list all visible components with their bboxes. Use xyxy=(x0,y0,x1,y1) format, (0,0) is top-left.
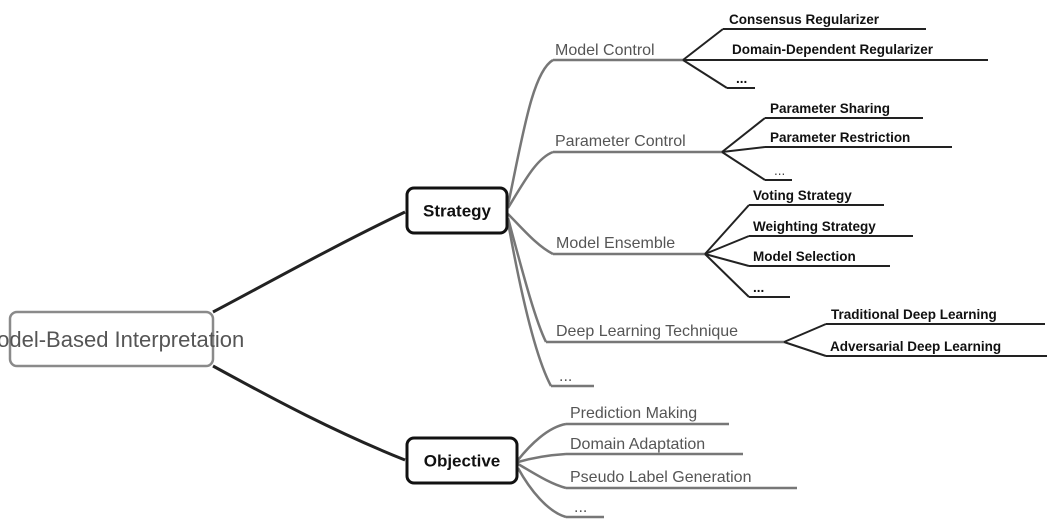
connector-root-strategy xyxy=(212,210,406,314)
consensus-regularizer-label: Consensus Regularizer xyxy=(729,12,880,27)
objective-more-label: ... xyxy=(574,499,587,516)
parameter-control-more-label: ... xyxy=(774,163,785,178)
objective-node-label: Objective xyxy=(424,452,501,471)
parameter-sharing-label: Parameter Sharing xyxy=(770,101,890,116)
deep-learning-technique-label: Deep Learning Technique xyxy=(556,323,738,340)
model-control-label: Model Control xyxy=(555,42,655,59)
strategy-branches xyxy=(506,58,784,388)
objective-node: Objective xyxy=(405,436,519,485)
strategy-node: Strategy xyxy=(405,186,509,235)
model-ensemble-label: Model Ensemble xyxy=(556,235,675,252)
model-selection-label: Model Selection xyxy=(753,249,856,264)
objective-node-box xyxy=(405,436,519,485)
root-node-label: Model-Based Interpretation xyxy=(0,327,244,352)
weighting-strategy-label: Weighting Strategy xyxy=(753,219,876,234)
adversarial-deep-learning-label: Adversarial Deep Learning xyxy=(830,339,1001,354)
model-ensemble-more-label: ... xyxy=(753,280,764,295)
strategy-node-box xyxy=(405,186,509,235)
traditional-deep-learning-label: Traditional Deep Learning xyxy=(831,307,997,322)
root-node: Model-Based Interpretation xyxy=(0,310,244,368)
parameter-restriction-label: Parameter Restriction xyxy=(770,130,910,145)
strategy-node-label: Strategy xyxy=(423,202,492,221)
parameter-control-label: Parameter Control xyxy=(555,133,686,150)
root-node-box xyxy=(8,310,215,368)
connector-root-objective xyxy=(212,364,406,462)
objective-branches xyxy=(516,422,797,519)
leaf-branches xyxy=(682,28,1047,357)
voting-strategy-label: Voting Strategy xyxy=(753,188,852,203)
domain-dependent-regularizer-label: Domain-Dependent Regularizer xyxy=(732,42,934,57)
domain-adaptation-label: Domain Adaptation xyxy=(570,436,705,453)
strategy-more-label: ... xyxy=(559,368,572,385)
pseudo-label-generation-label: Pseudo Label Generation xyxy=(570,469,751,486)
prediction-making-label: Prediction Making xyxy=(570,405,697,422)
model-control-more-label: ... xyxy=(736,71,747,86)
